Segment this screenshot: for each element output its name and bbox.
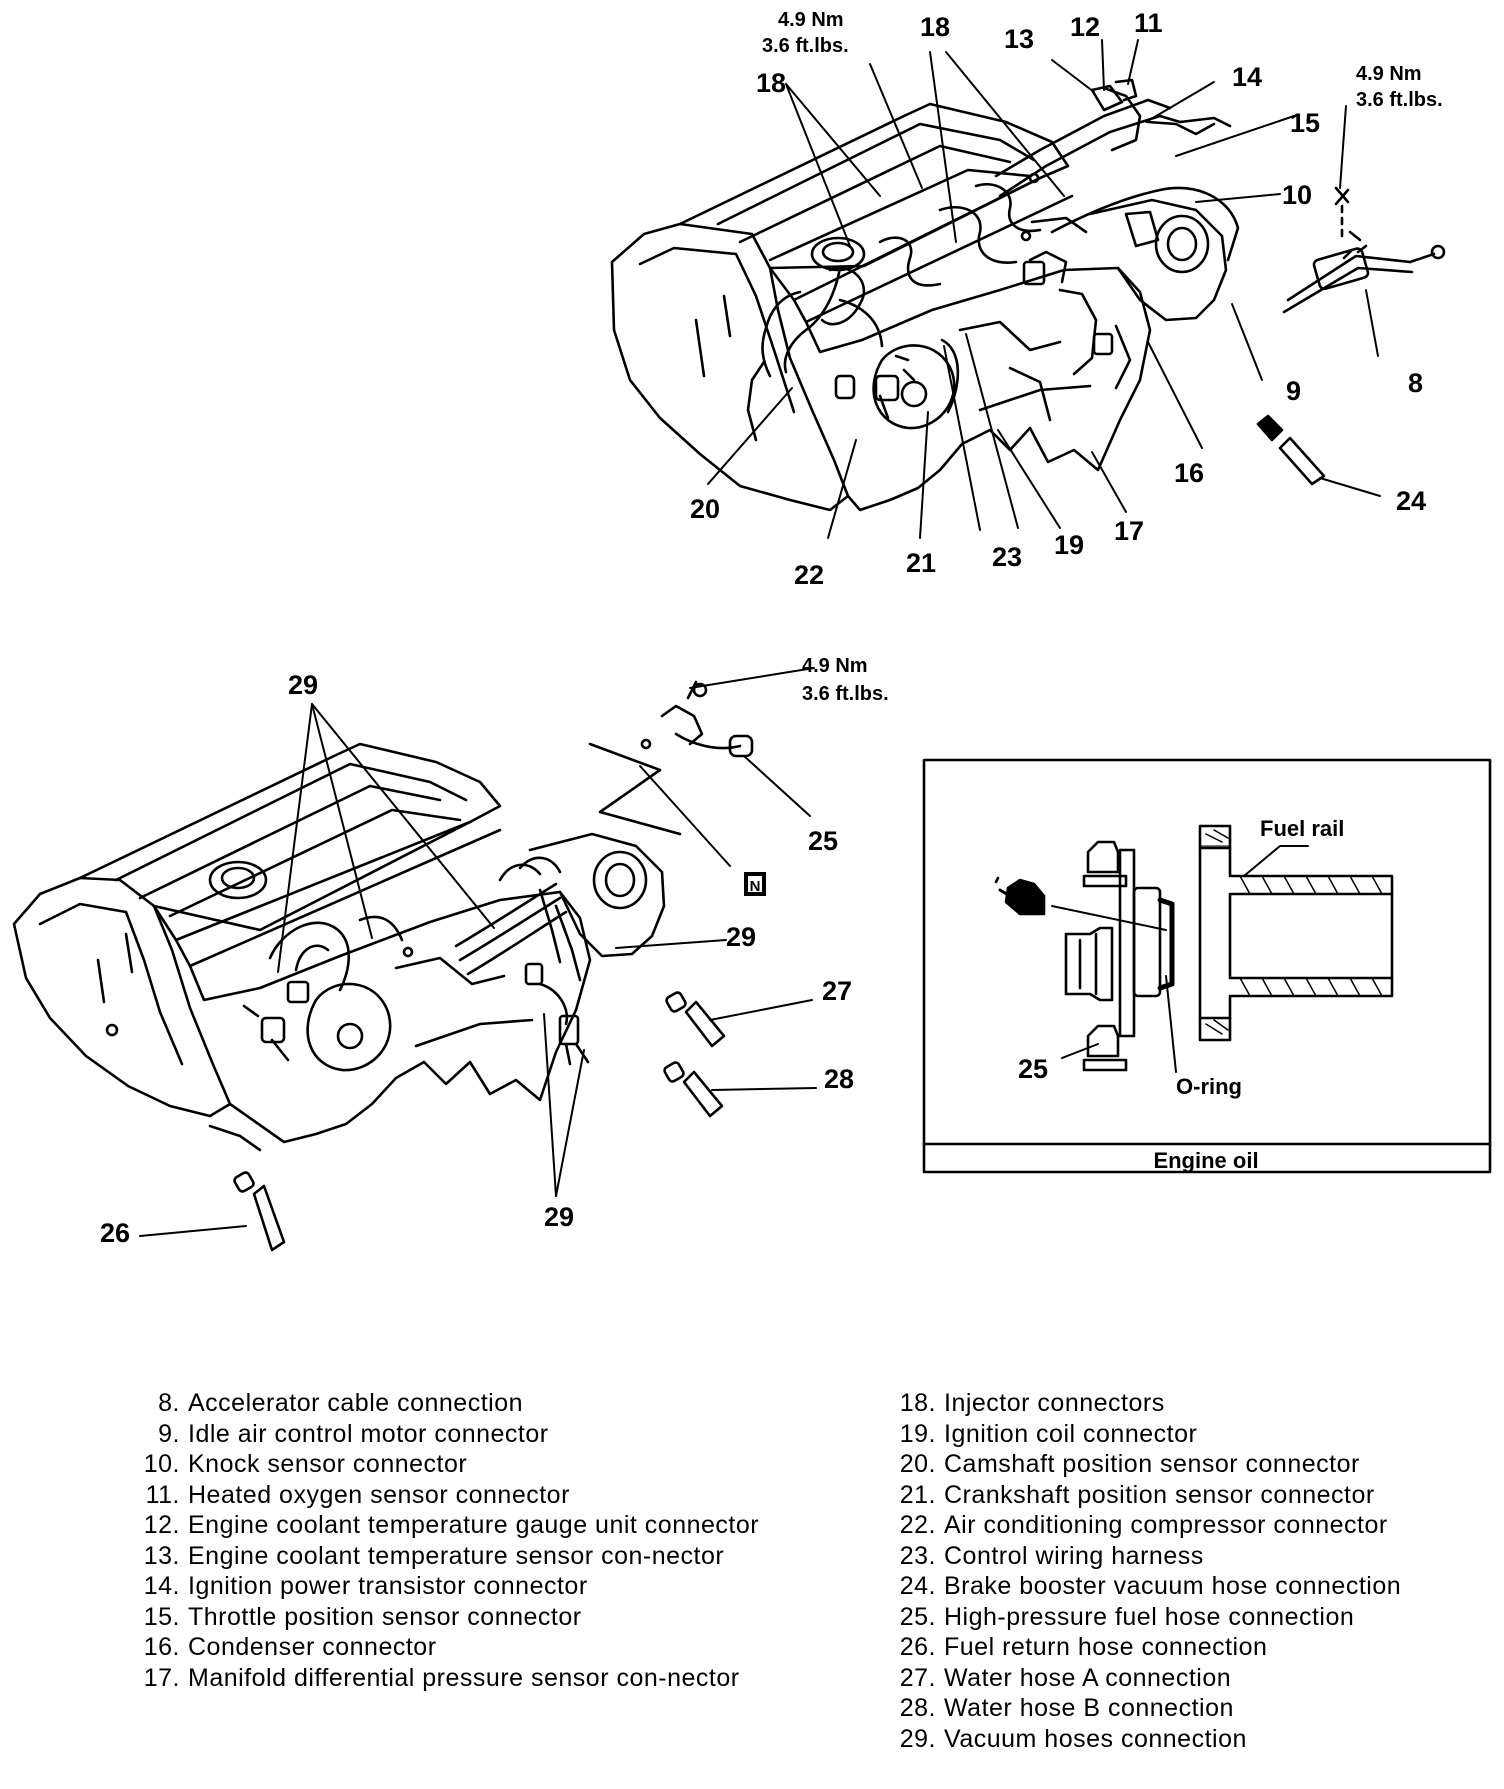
legend-item: 13.Engine coolant temperature sensor con… xyxy=(143,1541,725,1570)
note-symbol: N xyxy=(744,872,766,896)
callout-27: 27 xyxy=(822,976,852,1006)
legend-item: 27.Water hose A connection xyxy=(899,1663,1232,1692)
torque-bottom-nm: 4.9 Nm xyxy=(802,655,868,677)
legend-item: 10.Knock sensor connector xyxy=(143,1450,468,1478)
callout-28: 28 xyxy=(824,1064,854,1094)
callout-20: 20 xyxy=(690,494,720,524)
callout-29-bottom: 29 xyxy=(544,1202,574,1232)
callout-9: 9 xyxy=(1286,376,1301,406)
torque-top-right-nm: 4.9 Nm xyxy=(1356,63,1422,85)
callout-11: 11 xyxy=(1134,8,1163,38)
callout-22: 22 xyxy=(794,560,824,590)
callout-17: 17 xyxy=(1114,516,1144,546)
callout-21: 21 xyxy=(906,548,936,578)
legend-item: 21.Crankshaft position sensor connector xyxy=(899,1480,1375,1509)
callout-16: 16 xyxy=(1174,458,1204,488)
callout-15: 15 xyxy=(1290,108,1320,138)
callout-26: 26 xyxy=(100,1218,130,1248)
legend-item: 9.Idle air control motor connector xyxy=(158,1419,549,1448)
legend-left-column: 8.Accelerator cable connection 9.Idle ai… xyxy=(128,1388,768,1693)
legend-item: 24.Brake booster vacuum hose connection xyxy=(899,1572,1402,1600)
torque-labels: 4.9 Nm 3.6 ft.lbs. 4.9 Nm 3.6 ft.lbs. 4.… xyxy=(762,9,1443,705)
callout-18-top: 18 xyxy=(920,12,950,42)
legend-item: 8.Accelerator cable connection xyxy=(158,1389,524,1417)
callout-8: 8 xyxy=(1408,368,1423,398)
legend-item: 11.Heated oxygen sensor connector xyxy=(145,1480,570,1509)
inset-panel xyxy=(922,758,1492,1174)
legend-item: 28.Water hose B connection xyxy=(899,1694,1234,1722)
torque-top-left-nm: 4.9 Nm xyxy=(778,9,844,31)
callout-25: 25 xyxy=(808,826,838,856)
legend-item: 20.Camshaft position sensor connector xyxy=(899,1450,1360,1478)
callout-labels: 11 12 13 14 15 10 9 8 24 16 17 19 23 21 … xyxy=(100,8,1426,1248)
legend-item: 16.Condenser connector xyxy=(143,1633,437,1661)
inset-caption: Engine oil xyxy=(1153,1148,1258,1173)
torque-bottom-lbs: 3.6 ft.lbs. xyxy=(802,683,889,705)
legend-item: 25.High-pressure fuel hose connection xyxy=(899,1602,1355,1631)
legend-item: 18.Injector connectors xyxy=(899,1389,1165,1417)
legend-item: 29.Vacuum hoses connection xyxy=(899,1724,1247,1753)
legend-item: 23.Control wiring harness xyxy=(899,1541,1204,1570)
callout-29-right: 29 xyxy=(726,922,756,952)
legend-item: 12.Engine coolant temperature gauge unit… xyxy=(143,1511,760,1539)
top-engine-drawing xyxy=(610,78,1446,512)
legend-item: 15.Throttle position sensor connector xyxy=(143,1602,582,1631)
callout-12: 12 xyxy=(1070,12,1100,42)
legend-item: 19.Ignition coil connector xyxy=(899,1419,1198,1448)
legend-item: 26.Fuel return hose connection xyxy=(899,1633,1268,1661)
legend-right-column: 18.Injector connectors 19.Ignition coil … xyxy=(884,1388,1484,1754)
top-leader-lines xyxy=(707,39,1381,539)
callout-14: 14 xyxy=(1232,62,1262,92)
note-symbol-label: N xyxy=(750,878,761,895)
callout-29-top: 29 xyxy=(288,670,318,700)
torque-top-left-lbs: 3.6 ft.lbs. xyxy=(762,35,849,57)
callout-24: 24 xyxy=(1396,486,1426,516)
legend-item: 22.Air conditioning compressor connector xyxy=(899,1511,1388,1539)
callout-18-left: 18 xyxy=(756,68,786,98)
callout-25-inset: 25 xyxy=(1018,1054,1048,1084)
legend-item: 17.Manifold differential pressure sensor… xyxy=(143,1663,740,1692)
callout-23: 23 xyxy=(992,542,1022,572)
callout-13: 13 xyxy=(1004,24,1034,54)
legend-item: 14.Ignition power transistor connector xyxy=(143,1572,588,1600)
callout-19: 19 xyxy=(1054,530,1084,560)
callout-10: 10 xyxy=(1282,180,1312,210)
fuel-rail-label: Fuel rail xyxy=(1260,816,1344,841)
bottom-leader-lines xyxy=(139,667,817,1237)
inset-labels: Fuel rail O-ring Engine oil xyxy=(1153,816,1344,1173)
o-ring-label: O-ring xyxy=(1176,1074,1242,1099)
bottom-engine-drawing xyxy=(12,680,754,1252)
torque-top-right-lbs: 3.6 ft.lbs. xyxy=(1356,89,1443,111)
